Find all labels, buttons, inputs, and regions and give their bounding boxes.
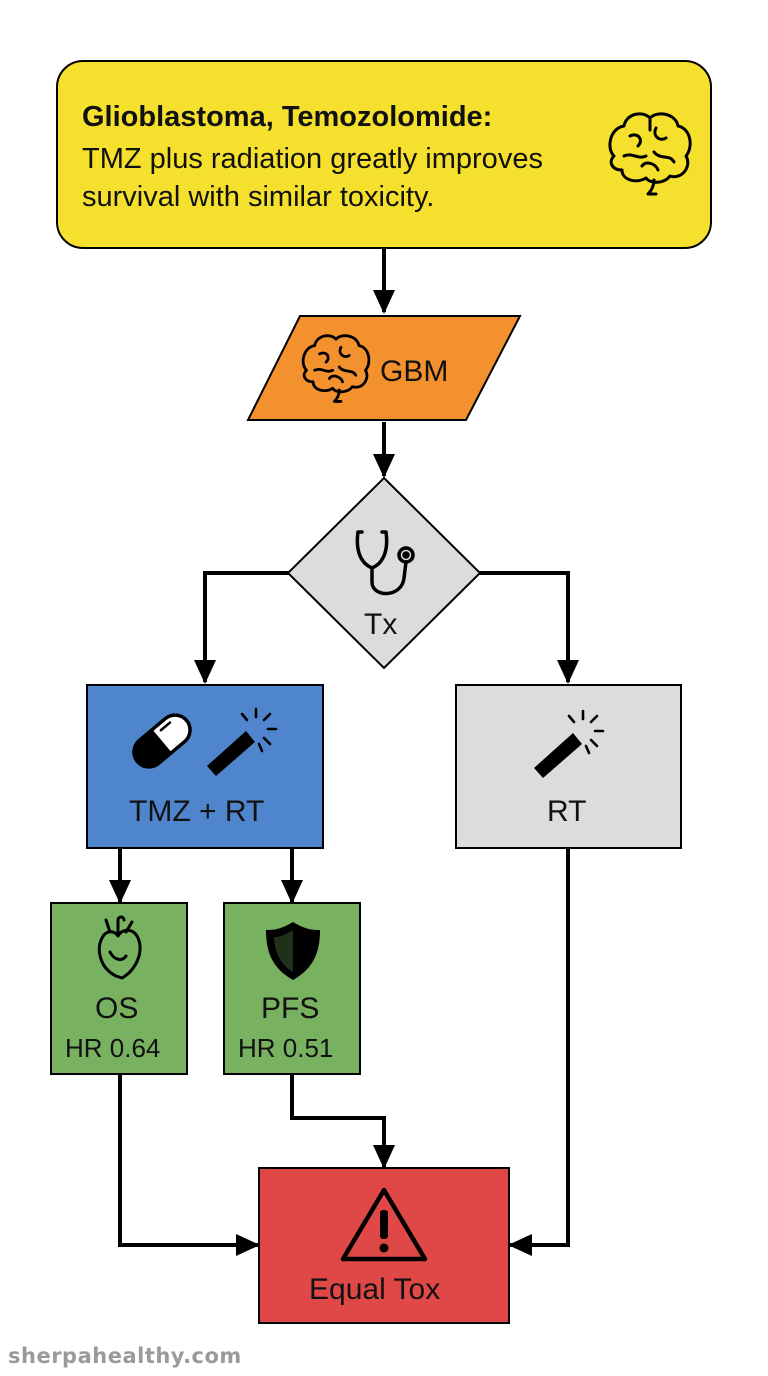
pfs-label: PFS bbox=[261, 992, 319, 1025]
os-node: OS HR 0.64 bbox=[50, 902, 188, 1075]
warning-icon bbox=[340, 1187, 428, 1262]
gbm-label: GBM bbox=[380, 355, 448, 388]
tox-label: Equal Tox bbox=[309, 1273, 440, 1306]
heart-icon bbox=[97, 915, 142, 980]
radiation-beam-icon bbox=[207, 707, 278, 776]
tmz-rt-label: TMZ + RT bbox=[129, 795, 264, 828]
rt-node: RT bbox=[455, 684, 682, 849]
arrow-pfs-to-tox bbox=[290, 1074, 395, 1169]
gbm-node: GBM bbox=[246, 315, 522, 421]
arrow-rt-to-tox bbox=[508, 848, 570, 1256]
stethoscope-icon bbox=[355, 530, 415, 596]
summary-line-2: survival with similar toxicity. bbox=[82, 181, 434, 213]
arrow-decision-to-tmz-rt bbox=[194, 571, 290, 684]
pill-icon bbox=[132, 713, 192, 769]
brain-icon bbox=[608, 112, 692, 196]
shield-icon bbox=[266, 922, 320, 980]
pfs-node: PFS HR 0.51 bbox=[223, 902, 361, 1075]
os-hr-value: HR 0.64 bbox=[65, 1033, 160, 1063]
arrow-os-to-tox bbox=[118, 1074, 260, 1256]
brain-icon bbox=[301, 334, 371, 403]
summary-line-1: TMZ plus radiation greatly improves bbox=[82, 143, 543, 175]
arrow-decision-to-rt bbox=[478, 571, 579, 684]
rt-label: RT bbox=[547, 795, 586, 828]
watermark: sherpahealthy.com bbox=[8, 1344, 242, 1368]
tox-node: Equal Tox bbox=[258, 1167, 510, 1324]
summary-box: Glioblastoma, Temozolomide: TMZ plus rad… bbox=[56, 60, 712, 249]
connectors bbox=[109, 248, 579, 1256]
decision-node: Tx bbox=[286, 476, 482, 670]
decision-label: Tx bbox=[364, 608, 397, 641]
summary-title: Glioblastoma, Temozolomide: bbox=[82, 101, 492, 133]
pfs-hr-value: HR 0.51 bbox=[238, 1033, 333, 1063]
os-label: OS bbox=[95, 992, 138, 1025]
tmz-rt-node: TMZ + RT bbox=[86, 684, 324, 849]
radiation-beam-icon bbox=[534, 709, 605, 778]
